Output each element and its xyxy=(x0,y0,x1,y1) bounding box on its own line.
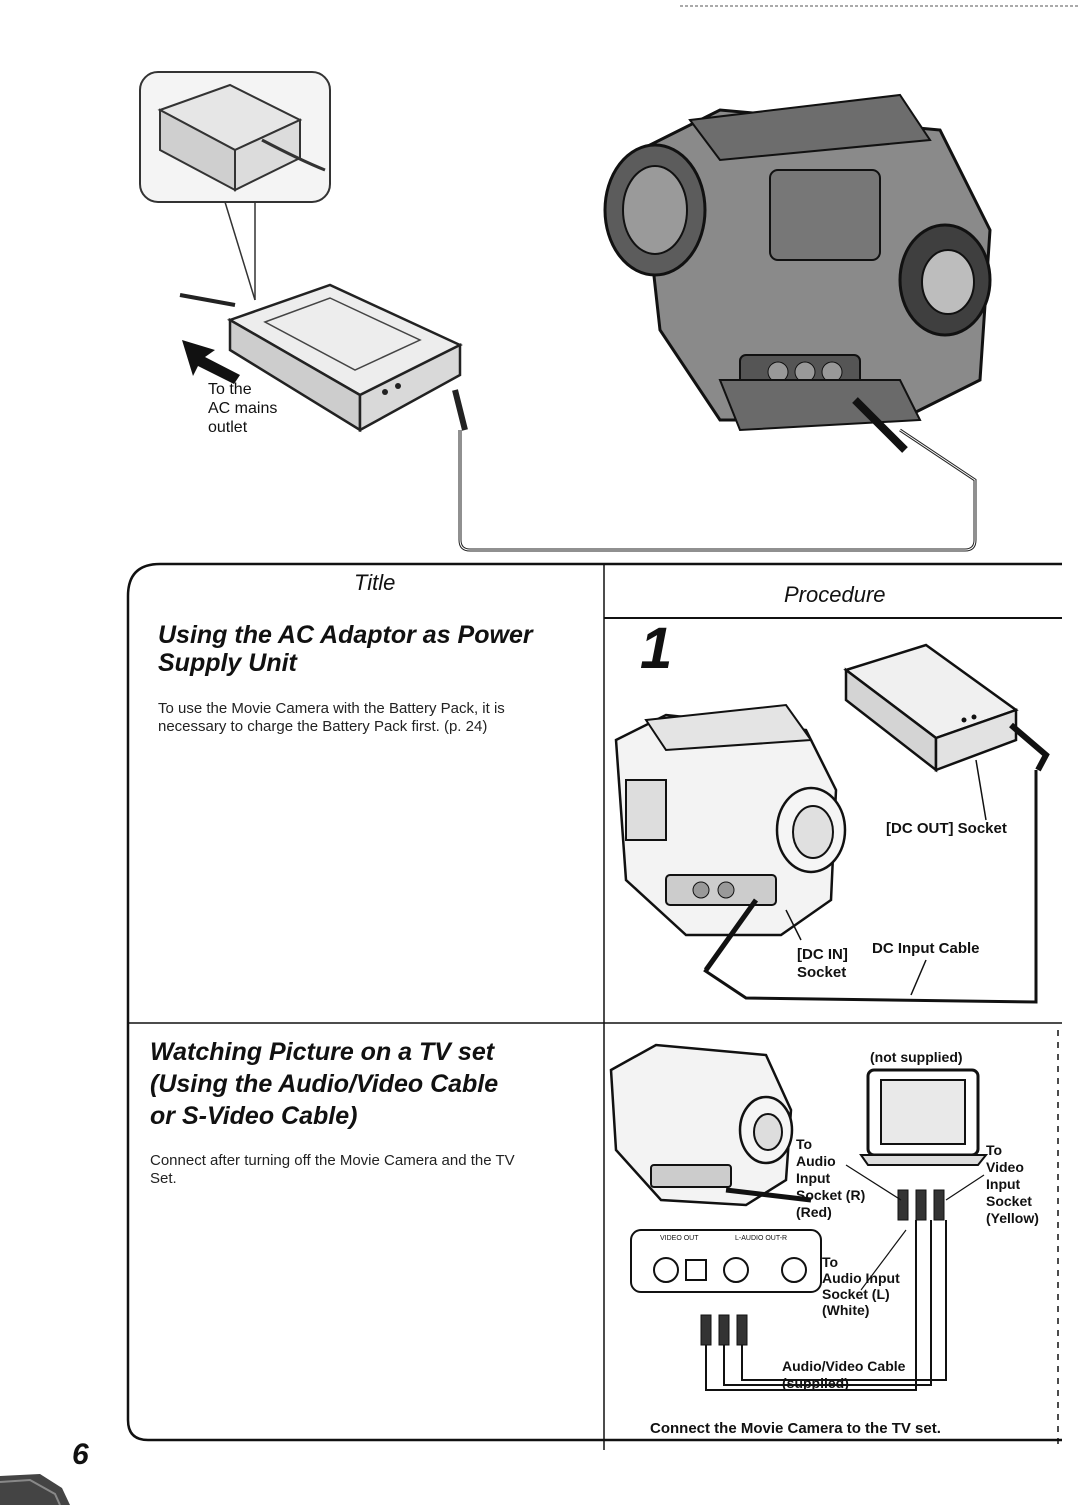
not-supplied-label: (not supplied) xyxy=(870,1049,963,1065)
page-number: 6 xyxy=(72,1438,89,1471)
section2-heading-line1: Watching Picture on a TV set xyxy=(150,1038,495,1066)
camera-illustration xyxy=(614,703,847,972)
dc-in-socket-label: [DC IN] Socket xyxy=(797,946,848,981)
dc-input-cable-label: DC Input Cable xyxy=(872,940,980,957)
step-number: 1 xyxy=(640,616,673,681)
section2-caption: Connect the Movie Camera to the TV set. xyxy=(650,1420,941,1437)
procedure-column-header: Procedure xyxy=(784,582,886,607)
section1-body-line1: To use the Movie Camera with the Battery… xyxy=(158,700,505,717)
panel-audio-out-label: L-AUDIO OUT-R xyxy=(735,1235,788,1242)
camera-illustration xyxy=(609,1043,812,1207)
adaptor-inset-callout xyxy=(139,71,331,301)
camera-illustration xyxy=(603,93,992,453)
ac-adaptor-illustration xyxy=(843,643,1050,773)
arrow-icon xyxy=(182,340,240,384)
section1-illustration xyxy=(614,643,1050,1004)
section2-heading-line2: (Using the Audio/Video Cable xyxy=(150,1070,499,1098)
rca-plugs-tv-side xyxy=(897,1189,945,1221)
ac-mains-label: To the AC mains outlet xyxy=(208,381,278,436)
title-column-header: Title xyxy=(354,570,396,595)
audio-input-r-label: To Audio Input Socket (R) (Red) xyxy=(796,1136,866,1220)
table-frame xyxy=(126,562,1062,1450)
section2-heading-line3: or S-Video Cable) xyxy=(150,1102,358,1130)
dc-out-socket-label: [DC OUT] Socket xyxy=(886,820,1007,837)
video-input-label: To Video Input Socket (Yellow) xyxy=(986,1142,1039,1226)
tv-set-illustration xyxy=(859,1068,989,1166)
section1-heading-line1: Using the AC Adaptor as Power xyxy=(158,621,533,649)
audio-input-l-label: To Audio Input Socket (L) (White) xyxy=(822,1254,900,1318)
ac-adaptor-illustration xyxy=(179,283,468,433)
panel-video-out-label: VIDEO OUT xyxy=(660,1235,699,1242)
section1-body-line2: necessary to charge the Battery Pack fir… xyxy=(158,718,488,735)
av-output-panel xyxy=(630,1229,822,1293)
section1-heading-line2: Supply Unit xyxy=(158,649,297,677)
section2-illustration xyxy=(609,1043,989,1391)
rca-plugs-camera-side xyxy=(700,1314,748,1346)
top-illustration xyxy=(139,5,1080,552)
scan-edge-mark xyxy=(0,1474,70,1505)
av-cable-label: Audio/Video Cable (supplied) xyxy=(782,1358,906,1391)
section2-body-line1: Connect after turning off the Movie Came… xyxy=(150,1152,515,1169)
section2-body-line2: Set. xyxy=(150,1170,177,1187)
